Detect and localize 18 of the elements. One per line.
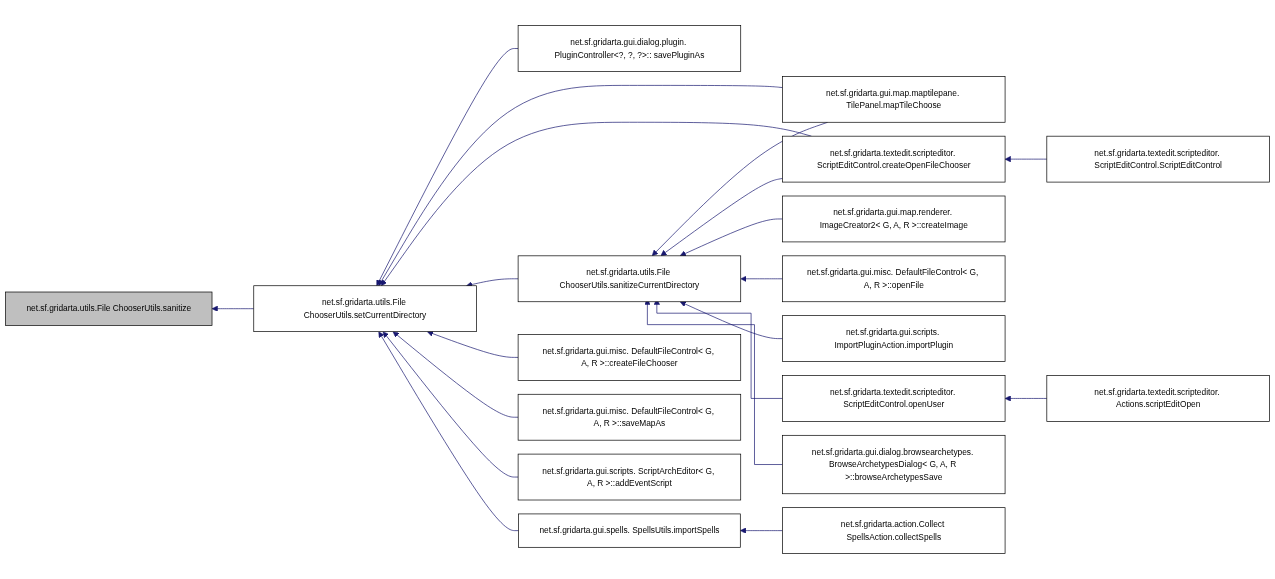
- node-box: net.sf.gridarta.gui.scripts. ScriptArchEditor< G, A, R >::addEventScript: [517, 453, 742, 501]
- node-box: net.sf.gridarta.gui.scripts. ImportPluginAction.importPlugin: [782, 315, 1006, 362]
- node-box: net.sf.gridarta.action.Collect SpellsAction.collectSpells: [782, 507, 1006, 554]
- node-box: net.sf.gridarta.gui.dialog.plugin. PluginController<?, ?, ?>:: savePluginAs: [517, 25, 742, 72]
- node-box: net.sf.gridarta.gui.map.maptilepane. TilePanel.mapTileChoose: [782, 75, 1006, 123]
- node-box: net.sf.gridarta.textedit.scripteditor. ScriptEditControl.openUser: [782, 375, 1006, 422]
- node-box: net.sf.gridarta.utils.File ChooserUtils.sanitizeCurrentDirectory: [517, 255, 742, 303]
- node-box: net.sf.gridarta.textedit.scripteditor. Actions.scriptEditOpen: [1046, 375, 1270, 422]
- node-box: net.sf.gridarta.gui.dialog.browsearchetypes. BrowseArchetypesDialog< G, A, R >::browseArchetypesSave: [782, 434, 1006, 495]
- node-box: net.sf.gridarta.gui.misc. DefaultFileControl< G, A, R >::openFile: [782, 255, 1006, 303]
- node-box: net.sf.gridarta.gui.map.renderer. ImageCreator2< G, A, R >::createImage: [782, 195, 1006, 243]
- node-box: net.sf.gridarta.gui.misc. DefaultFileControl< G, A, R >::saveMapAs: [517, 393, 742, 441]
- node-box: net.sf.gridarta.gui.spells. SpellsUtils.importSpells: [518, 513, 741, 548]
- node-box: net.sf.gridarta.utils.File ChooserUtils.setCurrentDirectory: [253, 285, 477, 332]
- node-box: net.sf.gridarta.gui.misc. DefaultFileControl< G, A, R >::createFileChooser: [517, 334, 742, 381]
- node-box: net.sf.gridarta.textedit.scripteditor. ScriptEditControl.createOpenFileChooser: [782, 135, 1006, 183]
- node-box: net.sf.gridarta.textedit.scripteditor. ScriptEditControl.ScriptEditControl: [1046, 135, 1270, 183]
- node-box: net.sf.gridarta.utils.File ChooserUtils.sanitize: [5, 291, 213, 326]
